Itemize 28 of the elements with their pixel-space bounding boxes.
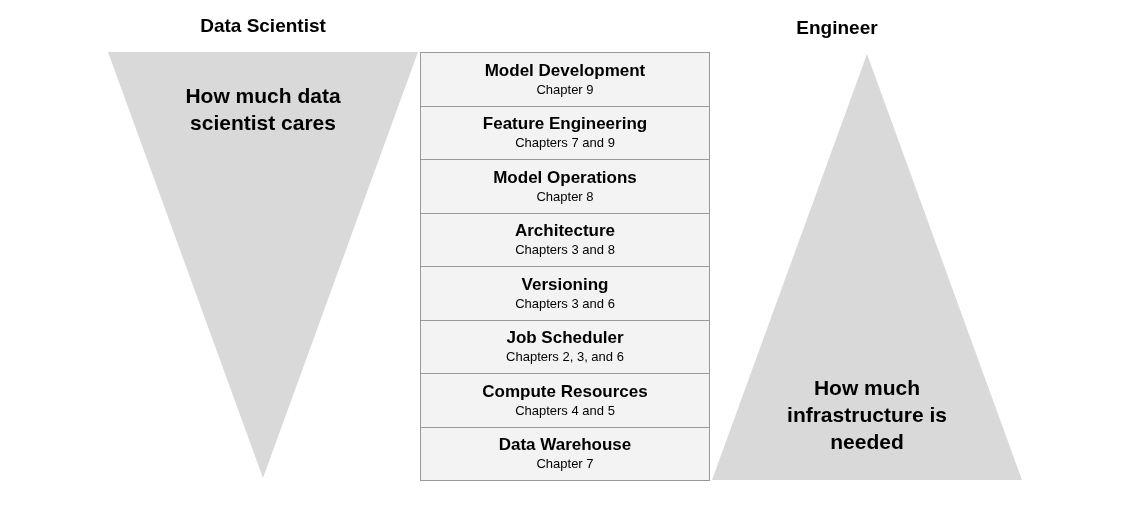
layer-title: Compute Resources <box>482 380 648 402</box>
chapter-reference: Chapters 3 and 6 <box>515 294 615 313</box>
heading: Data Scientist <box>199 14 327 38</box>
layer-box <box>420 52 710 107</box>
layer-box <box>420 212 710 267</box>
chapter-reference: Chapters 4 and 5 <box>515 401 615 420</box>
chapter-reference: Chapters 3 and 8 <box>515 241 615 260</box>
layer-box <box>420 373 710 428</box>
layer-title: Data Warehouse <box>498 434 632 456</box>
layer-title: Job Scheduler <box>506 327 624 349</box>
layer-title: Model Operations <box>493 166 637 188</box>
layer-box <box>420 159 710 214</box>
heading: Engineer <box>795 16 879 40</box>
chapter-reference: Chapter 7 <box>536 455 594 474</box>
layer-box <box>420 105 710 160</box>
layer-title: Model Development <box>484 59 646 81</box>
layer-title: Feature Engineering <box>482 113 648 135</box>
triangle-text: How much data scientist cares <box>184 83 342 136</box>
chapter-reference: Chapters 2, 3, and 6 <box>506 348 624 367</box>
chapter-reference: Chapters 7 and 9 <box>515 134 615 153</box>
layer-box <box>420 266 710 321</box>
layer-box <box>420 319 710 374</box>
triangle-text: How much infrastructure is needed <box>786 375 948 455</box>
layer-box <box>420 426 710 481</box>
chapter-reference: Chapter 8 <box>536 187 594 206</box>
layer-title: Versioning <box>521 273 609 295</box>
layer-title: Architecture <box>514 220 616 242</box>
chapter-reference: Chapter 9 <box>536 80 594 99</box>
